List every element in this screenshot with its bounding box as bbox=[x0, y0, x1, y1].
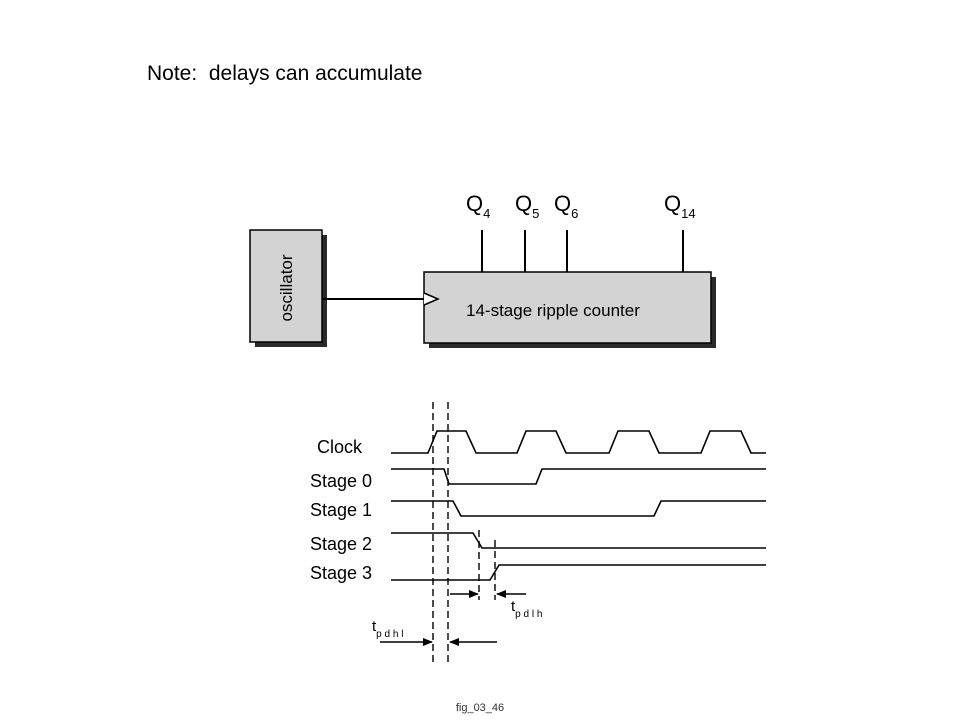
q6-label: Q6 bbox=[554, 191, 578, 221]
clock-waveform bbox=[391, 430, 766, 454]
clock-label: Clock bbox=[317, 437, 363, 457]
oscillator-label: oscillator bbox=[277, 254, 296, 321]
counter-label: 14-stage ripple counter bbox=[466, 301, 640, 320]
stage0-waveform bbox=[391, 468, 766, 485]
tphl-label: tp d h l bbox=[372, 618, 403, 640]
oscillator-box bbox=[249, 229, 323, 343]
stage0-label: Stage 0 bbox=[310, 471, 372, 491]
tplh-label: tp d l h bbox=[511, 598, 542, 620]
stage2-label: Stage 2 bbox=[310, 534, 372, 554]
counter-block: 14-stage ripple counter bbox=[423, 271, 716, 348]
oscillator-block: oscillator bbox=[249, 229, 327, 347]
stage2-waveform bbox=[391, 532, 766, 549]
counter-outputs: Q4 Q5 Q6 Q14 bbox=[466, 191, 696, 272]
stage3-waveform bbox=[391, 564, 766, 581]
q5-label: Q5 bbox=[515, 191, 539, 221]
q4-label: Q4 bbox=[466, 191, 490, 221]
stage1-waveform bbox=[391, 500, 766, 517]
delay-arrows bbox=[380, 590, 526, 646]
stage3-label: Stage 3 bbox=[310, 563, 372, 583]
stage1-label: Stage 1 bbox=[310, 500, 372, 520]
timing-guides bbox=[432, 402, 496, 662]
q14-label: Q14 bbox=[664, 191, 696, 221]
figure-caption: fig_03_46 bbox=[455, 702, 505, 714]
waveforms bbox=[391, 430, 766, 581]
clock-input-triangle bbox=[423, 292, 440, 306]
note-text: Note: delays can accumulate bbox=[147, 62, 423, 85]
signal-labels: Clock Stage 0 Stage 1 Stage 2 Stage 3 bbox=[310, 437, 372, 583]
